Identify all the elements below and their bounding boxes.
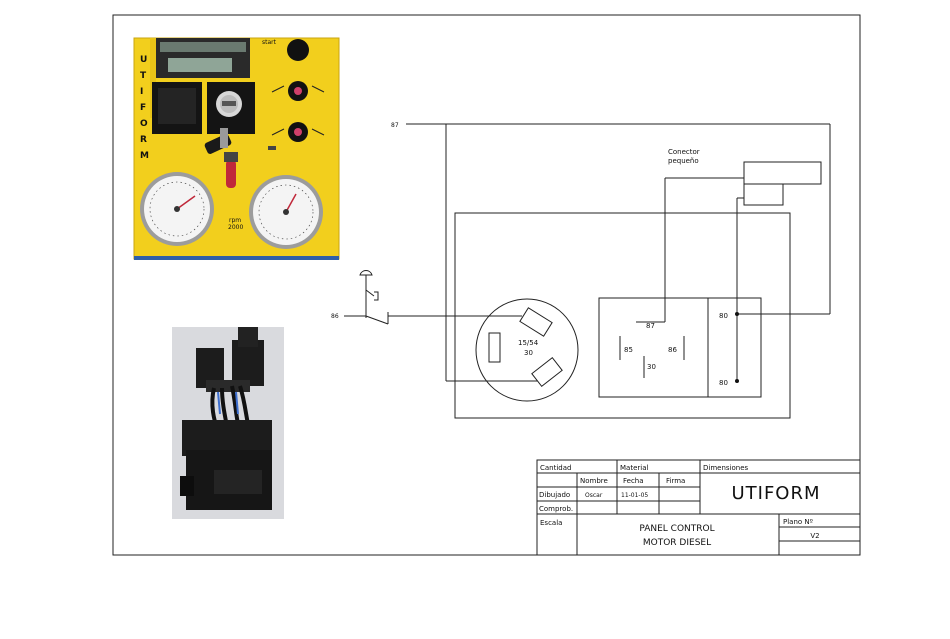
relay-pin-85: 85 xyxy=(624,346,633,354)
start-label: start xyxy=(262,39,277,46)
terminal-80-bottom: 80 xyxy=(719,379,728,387)
connector-label-line1: Conector xyxy=(668,148,700,156)
brand-letter: T xyxy=(140,71,147,81)
brand-letter: R xyxy=(140,135,147,145)
firma-label: Firma xyxy=(666,477,685,485)
start-knob xyxy=(287,39,309,61)
relay-pin-86: 86 xyxy=(668,346,677,354)
brand-name: UTIFORM xyxy=(731,483,820,504)
switch-contact-left xyxy=(489,333,500,362)
relay-connector-photo xyxy=(172,327,284,519)
wire-86-label: 86 xyxy=(331,313,339,320)
cantidad-label: Cantidad xyxy=(540,464,571,472)
switch-terminal-30: 30 xyxy=(524,349,533,357)
brand-letter: O xyxy=(140,119,148,129)
nombre-label: Nombre xyxy=(580,477,608,485)
rpm-gauge xyxy=(249,175,323,249)
dibujado-nombre: Oscar xyxy=(585,492,603,499)
small-connector-plug xyxy=(744,184,783,205)
wire-87-label: 87 xyxy=(391,122,399,129)
escala-label: Escala xyxy=(540,519,562,527)
relay-pin-30: 30 xyxy=(647,363,656,371)
fecha-label: Fecha xyxy=(623,477,644,485)
small-connector-body xyxy=(744,162,821,184)
drawing-title-line1: PANEL CONTROL xyxy=(639,524,714,534)
wiring-schematic: 87 Conector pequeño 86 15/54 30 87 xyxy=(331,122,830,418)
connector-label-line2: pequeño xyxy=(668,157,699,165)
switch-terminal-15-54: 15/54 xyxy=(518,339,539,347)
switch-contact-bottom xyxy=(532,358,562,387)
rpm-label: rpm xyxy=(229,217,241,224)
brand-letter: I xyxy=(140,87,143,97)
material-label: Material xyxy=(620,464,648,472)
relay-terminal-block xyxy=(708,298,761,397)
brand-letter: M xyxy=(140,151,149,161)
brand-letter: U xyxy=(140,55,147,65)
plano-label: Plano Nº xyxy=(783,518,813,526)
dibujado-label: Dibujado xyxy=(539,491,570,499)
terminal-80-bottom-dot xyxy=(735,379,739,383)
rpm-range-label: 2000 xyxy=(228,224,243,231)
brand-letter: F xyxy=(140,103,146,113)
terminal-80-top-dot xyxy=(735,312,739,316)
plano-value: V2 xyxy=(810,532,819,540)
dimensiones-label: Dimensiones xyxy=(703,464,749,472)
drawing-title-line2: MOTOR DIESEL xyxy=(643,538,711,548)
relay-body xyxy=(599,298,708,397)
control-panel-photo: U T I F O R M start xyxy=(134,38,339,260)
comprob-label: Comprob. xyxy=(539,505,573,513)
terminal-80-top: 80 xyxy=(719,312,728,320)
switch-contact-top xyxy=(520,308,552,336)
dibujado-fecha: 11-01-05 xyxy=(621,492,648,499)
relay-pin-87: 87 xyxy=(646,322,655,330)
pressure-gauge xyxy=(140,172,214,246)
title-block: Cantidad Material Dimensiones Nombre Fec… xyxy=(537,460,860,555)
